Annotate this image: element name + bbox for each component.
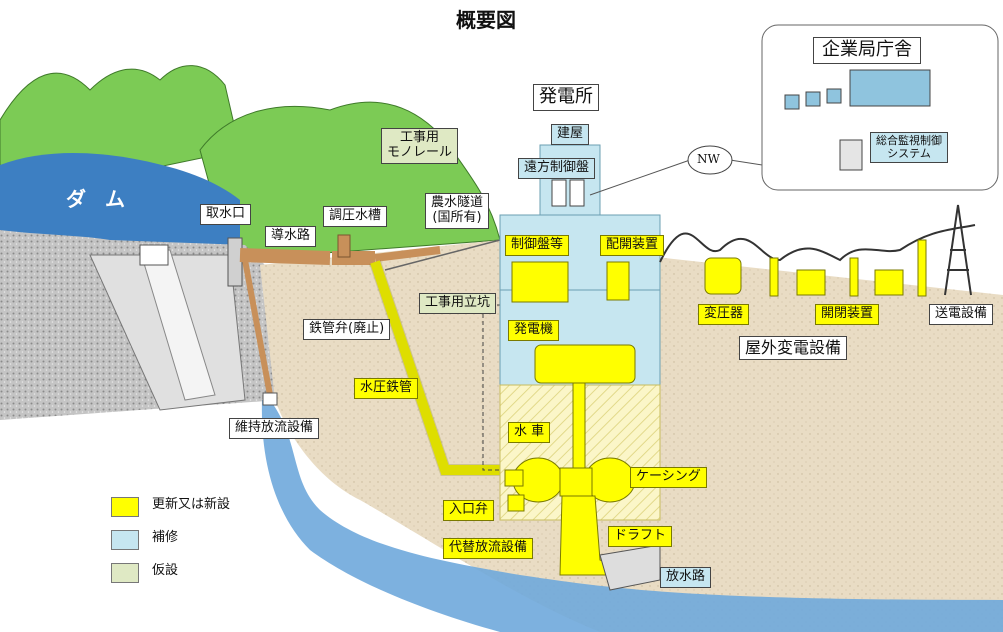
dam-label: ダ ム	[66, 187, 131, 211]
switchgear-panel-label: 配開装置	[600, 235, 665, 256]
office-monitor-wall	[849, 69, 931, 107]
powerhouse-label: 発電所	[533, 84, 599, 111]
office-label: 企業局庁舎	[813, 37, 921, 64]
dam-gate	[139, 244, 169, 266]
switchgear-panel-block	[606, 261, 630, 301]
legend-label-renewal: 更新又は新設	[152, 497, 231, 512]
generator-body	[534, 344, 636, 384]
alternate-discharge-label: 代替放流設備	[443, 538, 534, 559]
generator-label: 発電機	[508, 320, 560, 341]
monorail-line	[384, 239, 501, 271]
nw-link-a	[589, 159, 691, 196]
maintenance-pipe	[242, 259, 273, 396]
switchgear-post-3	[917, 239, 927, 297]
maintenance-valve	[262, 392, 278, 406]
transmission-tower	[944, 204, 972, 296]
diagram-title: 概要図	[456, 8, 516, 32]
irrigation-tunnel-label: 農水隧道 (国所有)	[425, 193, 490, 229]
switchgear-label: 開閉装置	[815, 304, 880, 325]
legend-swatch-temporary	[111, 563, 139, 583]
reservoir	[0, 153, 240, 255]
surge-tank-label: 調圧水槽	[323, 206, 388, 227]
casing-label: ケーシング	[630, 467, 707, 488]
legend-swatch-renewal	[111, 497, 139, 517]
construction-shaft-label: 工事用立坑	[419, 293, 497, 314]
turbine-label: 水 車	[508, 422, 551, 443]
switchgear-post-1	[769, 257, 779, 297]
steel-pipe-valve-label: 鉄管弁(廃止)	[303, 319, 391, 340]
inlet-valve-shape	[504, 469, 524, 487]
tailrace-label: 放水路	[660, 567, 712, 588]
switchgear-shape-2	[874, 269, 904, 296]
legend-label-repair: 補修	[152, 530, 179, 545]
monitoring-system-label: 総合監視制御 システム	[870, 132, 948, 164]
office-workstation-1	[784, 94, 800, 110]
maintenance-discharge-label: 維持放流設備	[229, 418, 320, 439]
intake-label: 取水口	[200, 204, 252, 225]
penstock	[370, 260, 500, 475]
power-cable	[659, 224, 976, 263]
outdoor-substation-label: 屋外変電設備	[739, 336, 848, 361]
alternate-discharge-shape	[507, 494, 525, 512]
remote-control-panel-label: 遠方制御盤	[518, 158, 596, 179]
office-workstation-3	[826, 88, 842, 104]
penstock-outline	[369, 260, 500, 476]
nw-label: NW	[697, 152, 720, 166]
inlet-valve-label: 入口弁	[443, 500, 495, 521]
generator-shaft	[572, 382, 586, 469]
irrigation-pipe	[374, 246, 441, 262]
river	[261, 400, 1003, 632]
nw-node	[687, 145, 733, 175]
transformer-label: 変圧器	[698, 304, 750, 325]
surge-tank	[337, 234, 351, 258]
headrace-label: 導水路	[265, 226, 317, 247]
monorail-label: 工事用 モノレール	[381, 128, 459, 164]
headrace-pipe	[239, 248, 331, 265]
draft-label: ドラフト	[608, 526, 673, 547]
transformer-shape	[704, 257, 742, 295]
turbine-runner	[559, 467, 593, 497]
remote-panel-1	[551, 179, 567, 207]
control-panels-label: 制御盤等	[505, 235, 570, 256]
penstock-label: 水圧鉄管	[354, 378, 419, 399]
legend-swatch-repair	[111, 530, 139, 550]
building-label: 建屋	[551, 124, 590, 145]
control-panels-block	[511, 261, 569, 303]
switchgear-post-2	[849, 257, 859, 297]
switchgear-shape-1	[796, 269, 826, 296]
legend-label-temporary: 仮設	[152, 563, 179, 578]
office-workstation-2	[805, 91, 821, 107]
transmission-label: 送電設備	[929, 304, 994, 325]
office-server	[839, 139, 863, 171]
remote-panel-2	[569, 179, 585, 207]
